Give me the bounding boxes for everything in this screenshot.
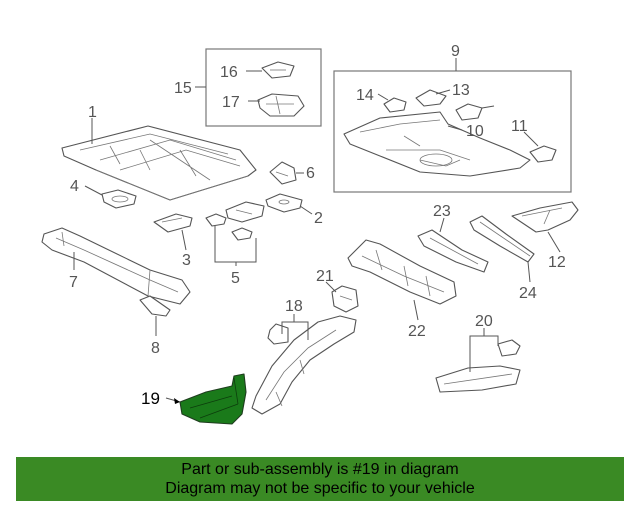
part-22: [347, 239, 457, 305]
callout-20: 20: [475, 313, 493, 330]
callout-6: 6: [306, 165, 315, 182]
callout-9: 9: [451, 43, 460, 60]
group-box-9: [333, 70, 572, 193]
callout-13: 13: [452, 82, 470, 99]
callout-15: 15: [174, 80, 192, 97]
callout-17: 17: [222, 94, 240, 111]
part-7-rail: [41, 227, 191, 305]
callout-8: 8: [151, 340, 160, 357]
part-23: [417, 229, 489, 273]
part-6: [269, 161, 297, 185]
info-banner: Part or sub-assembly is #19 in diagram D…: [16, 457, 624, 501]
part-13: [415, 89, 447, 107]
callout-18: 18: [285, 298, 303, 315]
part-20: [435, 339, 521, 393]
callout-10: 10: [466, 123, 484, 140]
callout-23: 23: [433, 203, 451, 220]
part-17: [257, 93, 305, 117]
callout-1: 1: [88, 104, 97, 121]
part-13-bracket: [455, 103, 483, 121]
part-12: [511, 201, 579, 233]
callout-14: 14: [356, 87, 374, 104]
part-19-highlighted: [179, 373, 247, 425]
part-4: [101, 189, 137, 209]
part-8: [139, 295, 171, 317]
part-10-rear-floor: [343, 111, 531, 177]
part-11: [529, 145, 557, 163]
group-box-15: [205, 48, 322, 127]
callout-3: 3: [182, 252, 191, 269]
part-16: [261, 61, 295, 79]
callout-22: 22: [408, 323, 426, 340]
callout-7: 7: [69, 274, 78, 291]
callout-24: 24: [519, 285, 537, 302]
callout-16: 16: [220, 64, 238, 81]
part-1-floor-pan: [61, 125, 257, 201]
part-18-side-member: [251, 315, 357, 415]
banner-line-1: Part or sub-assembly is #19 in diagram: [181, 461, 459, 478]
callout-12: 12: [548, 254, 566, 271]
part-14: [383, 97, 407, 113]
part-5-brackets: [205, 201, 265, 241]
callout-21: 21: [316, 268, 334, 285]
part-3: [153, 213, 193, 233]
callout-19: 19: [141, 389, 160, 408]
banner-line-2: Diagram may not be specific to your vehi…: [165, 480, 475, 497]
callout-11: 11: [511, 118, 528, 135]
part-2: [265, 193, 303, 213]
part-24: [469, 215, 535, 263]
callout-4: 4: [70, 178, 79, 195]
callout-2: 2: [314, 210, 323, 227]
part-21: [331, 285, 359, 313]
callout-5: 5: [231, 270, 240, 287]
